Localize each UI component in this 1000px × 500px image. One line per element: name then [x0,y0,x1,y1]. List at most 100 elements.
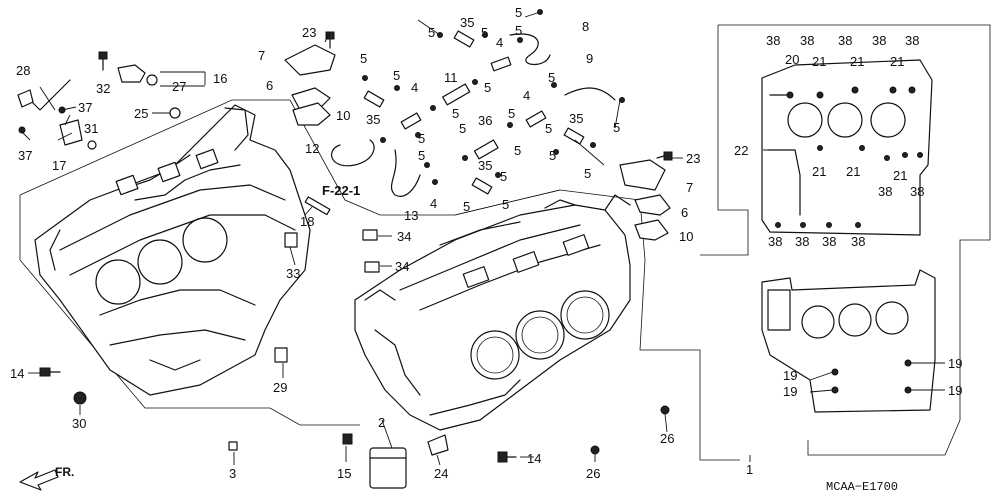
callout-6: 6 [266,78,273,93]
callout-5: 5 [548,70,555,85]
callout-4: 4 [523,88,530,103]
callout-5: 5 [508,106,515,121]
callout-8: 8 [582,19,589,34]
callout-21: 21 [846,164,860,179]
callout-38: 38 [768,234,782,249]
callout-14: 14 [527,451,541,466]
callout-38: 38 [910,184,924,199]
upper-crankcase-half [34,104,311,396]
hose-13 [390,149,421,197]
callout-21: 21 [890,54,904,69]
lower-crankcase-group [354,189,740,461]
lower-crankcase-half [354,204,631,431]
callout-12: 12 [305,141,319,156]
callout-5: 5 [459,121,466,136]
callout-38: 38 [766,33,780,48]
callout-31: 31 [84,121,98,136]
left-crankcase-group [19,99,561,426]
callout-19: 19 [948,356,962,371]
callout-5: 5 [514,143,521,158]
front-direction-arrow: FR. [19,465,74,491]
callout-38: 38 [822,234,836,249]
callout-5: 5 [502,197,509,212]
callout-2: 2 [378,415,385,430]
callout-5: 5 [360,51,367,66]
direction-label: FR. [55,465,74,479]
callout-38: 38 [838,33,852,48]
callout-9: 9 [586,51,593,66]
callout-38: 38 [851,234,865,249]
callout-35: 35 [366,112,380,127]
callout-21: 21 [812,54,826,69]
callout-5: 5 [418,148,425,163]
callout-1: 1 [746,462,753,477]
callout-18: 18 [300,214,314,229]
callout-19: 19 [948,383,962,398]
lower-gasket-panel [761,269,936,413]
callout-23: 23 [686,151,700,166]
hose-12 [330,139,375,167]
callout-5: 5 [515,5,522,20]
callout-5: 5 [613,120,620,135]
upper-gasket-panel [761,59,933,236]
callout-23: 23 [302,25,316,40]
callout-38: 38 [905,33,919,48]
callout-37: 37 [18,148,32,163]
callout-5: 5 [463,199,470,214]
callout-5: 5 [515,23,522,38]
hose-8 [509,33,551,66]
callout-5: 5 [549,148,556,163]
callout-38: 38 [872,33,886,48]
callout-7: 7 [258,48,265,63]
leader-lines [21,11,945,466]
callout-35: 35 [478,158,492,173]
callout-5: 5 [481,25,488,40]
callout-16: 16 [213,71,227,86]
callout-36: 36 [478,113,492,128]
callout-28: 28 [16,63,30,78]
callout-30: 30 [72,416,86,431]
callout-4: 4 [411,80,418,95]
callout-21: 21 [812,164,826,179]
callout-22: 22 [734,143,748,158]
callout-4: 4 [430,196,437,211]
callout-7: 7 [686,180,693,195]
callout-5: 5 [452,106,459,121]
callout-20: 20 [785,52,799,67]
callout-13: 13 [404,208,418,223]
callout-5: 5 [500,169,507,184]
callout-6: 6 [681,205,688,220]
callouts: 1 2 3 4 4 4 4 5 5 5 5 5 5 5 5 5 5 5 5 5 … [10,5,962,481]
callout-34: 34 [397,229,411,244]
fittings-group [17,9,673,489]
callout-15: 15 [337,466,351,481]
callout-5: 5 [393,68,400,83]
callout-3: 3 [229,466,236,481]
callout-38: 38 [878,184,892,199]
callout-38: 38 [795,234,809,249]
callout-14: 14 [10,366,24,381]
callout-26: 26 [660,431,674,446]
callout-5: 5 [418,131,425,146]
callout-21: 21 [893,168,907,183]
callout-25: 25 [134,106,148,121]
callout-29: 29 [273,380,287,395]
callout-19: 19 [783,368,797,383]
callout-21: 21 [850,54,864,69]
reference-label: F-22-1 [322,183,360,198]
callout-35: 35 [460,15,474,30]
callout-26: 26 [586,466,600,481]
callout-5: 5 [428,25,435,40]
callout-11: 11 [444,70,458,85]
callout-10: 10 [679,229,693,244]
callout-27: 27 [172,79,186,94]
hose-9 [564,87,616,101]
callout-17: 17 [52,158,66,173]
callout-5: 5 [545,121,552,136]
callout-34: 34 [395,259,409,274]
callout-5: 5 [584,166,591,181]
right-panels-group [700,24,991,456]
callout-37: 37 [78,100,92,115]
callout-4: 4 [496,35,503,50]
